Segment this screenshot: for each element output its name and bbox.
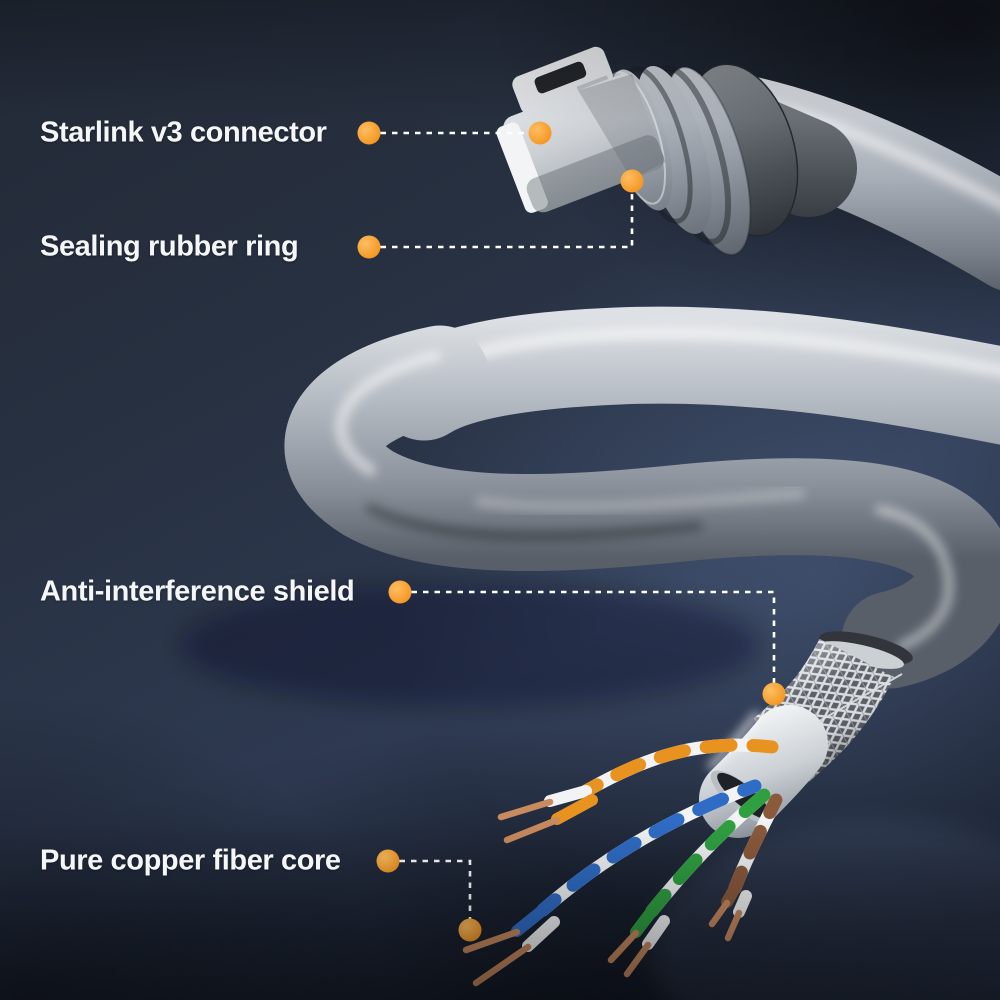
callout-label-copper-core: Pure copper fiber core	[40, 844, 341, 877]
callout-label-connector: Starlink v3 connector	[40, 116, 327, 149]
wire-pair-brown	[708, 793, 783, 942]
wire-pair-blue	[462, 779, 762, 987]
callout-dot-copper-target	[458, 918, 482, 942]
wire-pair-green	[607, 788, 771, 978]
callout-dot-shield-target	[762, 682, 786, 706]
callout-shield-leader	[388, 580, 786, 706]
bottom-haze	[650, 820, 1000, 1000]
wire-pair-orange	[497, 738, 779, 844]
cable-loop-upper	[375, 306, 1000, 445]
cable-jacket-end	[818, 631, 913, 669]
callout-copper-core-leader	[376, 849, 482, 942]
callout-sealing-ring-leader	[357, 169, 644, 259]
callout-dot-sealing-target	[620, 169, 644, 193]
loop-shadow	[180, 583, 760, 707]
callout-connector-leader	[357, 121, 552, 145]
callout-dot-sealing-label	[357, 235, 381, 259]
sealing-rings	[606, 65, 752, 256]
callout-label-sealing-ring: Sealing rubber ring	[40, 230, 299, 263]
cable-loop-lower	[284, 325, 1000, 689]
connector-plug	[496, 46, 666, 213]
callout-dot-connector-target	[528, 121, 552, 145]
callout-dot-connector-label	[357, 121, 381, 145]
callout-dot-copper-label	[376, 849, 400, 873]
callout-dot-shield-label	[388, 580, 412, 604]
callout-label-shield: Anti-interference shield	[40, 575, 355, 608]
